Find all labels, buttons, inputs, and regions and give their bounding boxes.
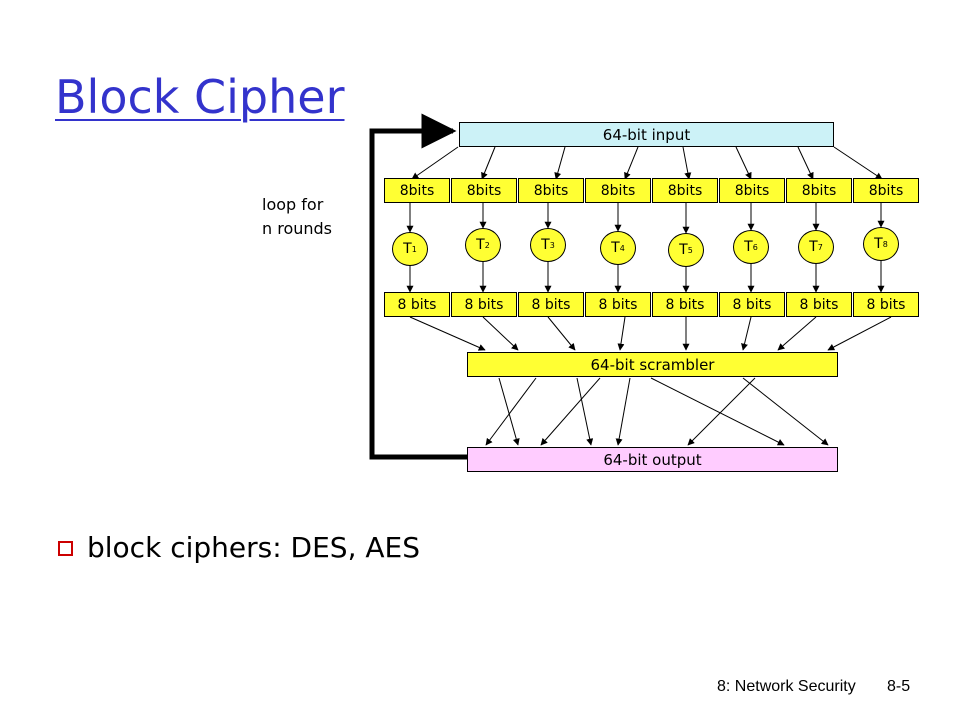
input-byte-cell: 8bits: [853, 178, 919, 203]
loop-label-line-2: n rounds: [262, 219, 333, 238]
table-node-index: 8: [882, 239, 888, 249]
table-node-index: 1: [411, 244, 417, 254]
output-byte-cell: 8 bits: [719, 292, 785, 317]
bullet-text: block ciphers: DES, AES: [87, 531, 420, 564]
table-node-label: T: [403, 241, 412, 257]
table-node-label: T: [744, 239, 753, 255]
table-node-label: T: [611, 240, 620, 256]
output-byte-cell: 8 bits: [384, 292, 450, 317]
footer-course-label: 8: Network Security: [717, 678, 856, 695]
output-block: 64-bit output: [467, 447, 838, 472]
output-byte-cell: 8 bits: [451, 292, 517, 317]
input-byte-cell: 8bits: [585, 178, 651, 203]
table-node-index: 2: [484, 240, 490, 250]
table-node-index: 4: [619, 243, 625, 253]
table-node-label: T: [809, 239, 818, 255]
table-node-label: T: [476, 237, 485, 253]
table-node-label: T: [874, 236, 883, 252]
output-byte-cell: 8 bits: [853, 292, 919, 317]
input-block: 64-bit input: [459, 122, 834, 147]
output-byte-cell: 8 bits: [585, 292, 651, 317]
loop-label: loop for n rounds: [262, 193, 332, 241]
table-node-label: T: [541, 237, 550, 253]
input-byte-cell: 8bits: [384, 178, 450, 203]
input-byte-cell: 8bits: [652, 178, 718, 203]
table-node-index: 5: [687, 245, 693, 255]
input-byte-cell: 8bits: [451, 178, 517, 203]
input-byte-cell: 8bits: [719, 178, 785, 203]
loop-back-arrow: [369, 113, 467, 460]
output-byte-cell: 8 bits: [786, 292, 852, 317]
output-byte-cell: 8 bits: [652, 292, 718, 317]
cell-to-scrambler-arrows: [409, 316, 892, 351]
table-to-cell-arrows: [406, 260, 885, 293]
table-node-index: 7: [817, 242, 823, 252]
checkbox-bullet-icon: [58, 541, 73, 556]
output-byte-cell: 8 bits: [518, 292, 584, 317]
scrambler-block: 64-bit scrambler: [467, 352, 838, 377]
input-fanout-arrows: [411, 146, 883, 180]
table-node-index: 6: [752, 242, 758, 252]
loop-label-line-1: loop for: [262, 195, 324, 214]
input-byte-cell: 8bits: [518, 178, 584, 203]
table-node-index: 3: [549, 240, 555, 250]
slide-number: 8-5: [887, 678, 911, 695]
cell-to-table-arrows: [406, 203, 885, 234]
input-byte-cell: 8bits: [786, 178, 852, 203]
table-node-label: T: [679, 242, 688, 258]
page-title: Block Cipher: [55, 70, 345, 124]
scrambler-to-output-arrows: [485, 377, 829, 446]
bullet-item: block ciphers: DES, AES: [58, 531, 420, 564]
